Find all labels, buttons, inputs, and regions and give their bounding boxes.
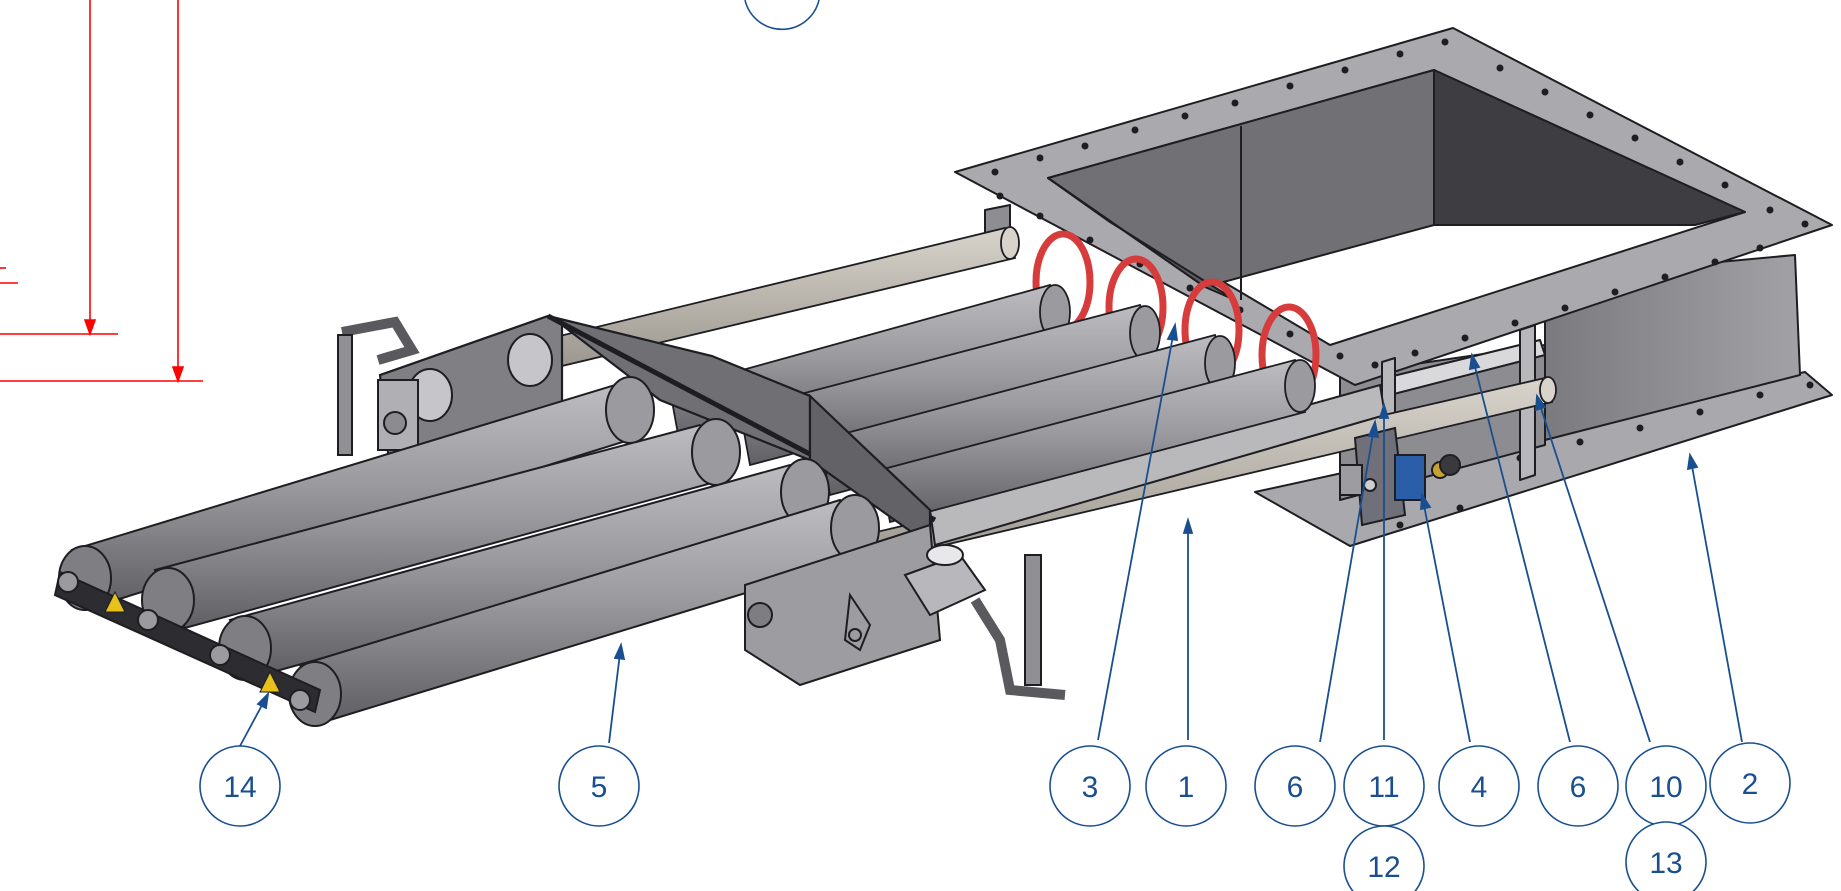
svg-text:5: 5 — [591, 771, 608, 804]
svg-text:12: 12 — [1367, 851, 1400, 884]
flange-bolt-holes — [991, 38, 1814, 529]
opening-right-wall — [1433, 69, 1746, 226]
svg-text:13: 13 — [1649, 847, 1682, 880]
balloon-11: 11 — [1343, 745, 1425, 827]
balloon-10: 10 — [1625, 745, 1707, 827]
balloon-13: 13 — [1625, 821, 1707, 891]
svg-text:1: 1 — [1178, 771, 1195, 804]
rollers-front — [58, 376, 880, 727]
gate-frame-housing — [954, 27, 1833, 547]
balloon-2: 2 — [1709, 742, 1791, 824]
front-handle — [970, 597, 1066, 700]
balloon-3: 3 — [1049, 745, 1131, 827]
rear-handle — [337, 316, 553, 456]
svg-text:14: 14 — [223, 771, 256, 804]
svg-text:6: 6 — [1287, 771, 1304, 804]
balloon-5: 5 — [558, 745, 640, 827]
latch-plate — [744, 523, 942, 687]
svg-text:3: 3 — [1082, 771, 1099, 804]
balloons: 14 5 3 1 6 11 12 4 — [199, 742, 1791, 891]
valve-block — [1339, 426, 1461, 527]
leader-lines — [239, 321, 1743, 747]
balloon-4: 4 — [1438, 745, 1520, 827]
balloon-6-right: 6 — [1537, 745, 1619, 827]
svg-text:2: 2 — [1742, 768, 1759, 801]
svg-text:11: 11 — [1368, 771, 1399, 804]
front-latch-assembly — [744, 523, 1066, 700]
warning-label-2 — [259, 670, 281, 693]
balloon-12: 12 — [1343, 825, 1425, 891]
balloon-14: 14 — [199, 745, 281, 827]
svg-text:10: 10 — [1649, 771, 1682, 804]
partial-balloon — [744, 0, 820, 31]
rollers-upper — [668, 283, 1316, 524]
dimension-lines — [0, 0, 203, 384]
balloon-1: 1 — [1145, 745, 1227, 827]
front-cross-bar — [53, 570, 322, 714]
warning-label-1 — [104, 590, 126, 613]
balloon-6-left: 6 — [1254, 745, 1336, 827]
svg-text:4: 4 — [1471, 771, 1488, 804]
svg-text:6: 6 — [1570, 771, 1587, 804]
